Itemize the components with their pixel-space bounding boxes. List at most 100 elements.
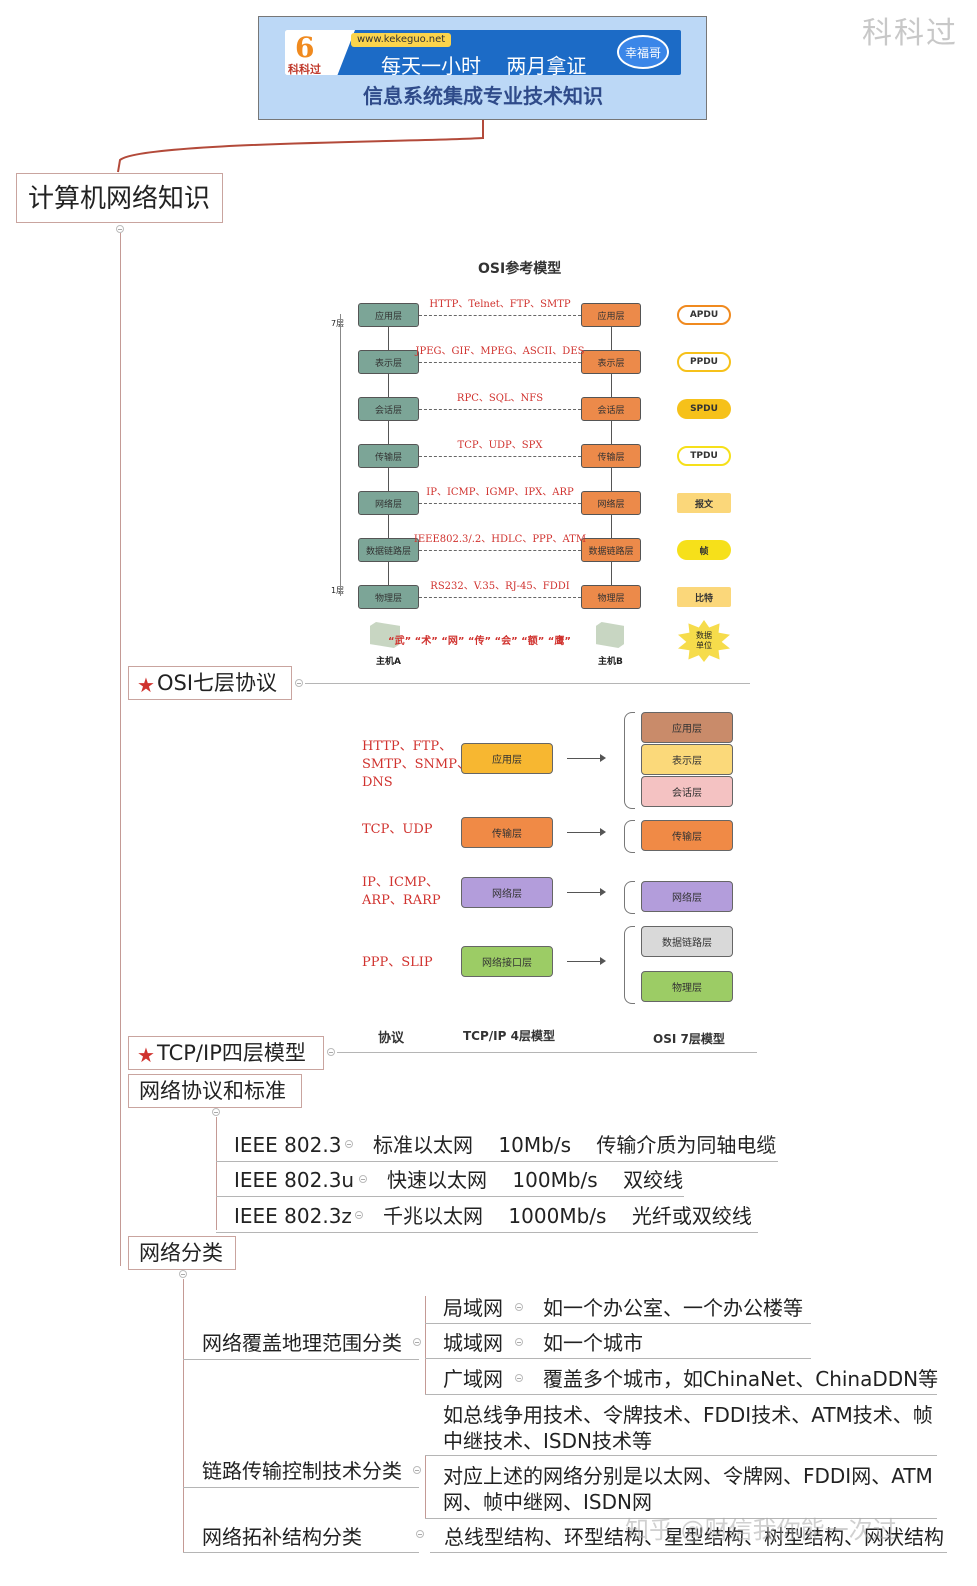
link-desc-2-line	[425, 1518, 937, 1519]
data-unit-label: 数据单位	[696, 631, 712, 650]
standard-collapse-icon[interactable]	[345, 1140, 353, 1148]
standards-collapse-icon[interactable]	[212, 1108, 220, 1116]
osi-bottom-marker: 1层	[331, 586, 345, 595]
map-arrow	[567, 892, 603, 893]
brace	[624, 712, 635, 809]
tcpip-protocols: IP、ICMP、 ARP、RARP	[362, 875, 441, 908]
osi-protocol: IEEE802.3/.2、HDLC、PPP、ATM	[413, 534, 587, 545]
link-desc-1-line	[425, 1455, 937, 1456]
osi-node-label: OSI七层协议	[157, 671, 278, 695]
host-b-label: 主机B	[598, 657, 623, 667]
geo-item-desc: 覆盖多个城市，如ChinaNet、ChinaDDN等	[543, 1367, 939, 1391]
osi-pdu: 比特	[677, 587, 731, 607]
osi-pdu: APDU	[677, 305, 731, 325]
banner-strip: 6 科科过 www.kekeguo.net 每天一小时 两月拿证 幸福哥	[285, 30, 681, 75]
stack-arrow	[611, 421, 612, 444]
standard-collapse-icon[interactable]	[355, 1211, 363, 1219]
standards-node-label: 网络协议和标准	[139, 1079, 286, 1103]
root-label: 计算机网络知识	[28, 184, 211, 214]
osi-layer-a: 网络层	[358, 491, 419, 515]
geo-item-underline	[425, 1394, 937, 1395]
map-arrow-head	[600, 828, 606, 836]
link-underline	[183, 1487, 419, 1488]
map-arrow	[567, 961, 603, 962]
standard-desc: 快速以太网 100Mb/s 双绞线	[387, 1168, 684, 1192]
standard-name: IEEE 802.3	[234, 1133, 342, 1157]
osi-collapse-icon[interactable]	[295, 679, 303, 687]
osi-protocol: TCP、UDP、SPX	[457, 440, 543, 451]
standard-name: IEEE 802.3z	[234, 1204, 352, 1228]
geo-label: 网络覆盖地理范围分类	[202, 1331, 402, 1355]
stack-arrow	[388, 468, 389, 491]
geo-item-collapse-icon[interactable]	[515, 1374, 523, 1382]
tcpip-protocols: HTTP、FTP、 SMTP、SNMP、 DNS	[362, 739, 470, 790]
link-label: 链路传输控制技术分类	[202, 1459, 402, 1483]
root-collapse-icon[interactable]	[116, 225, 124, 233]
topo-collapse-icon[interactable]	[416, 1530, 424, 1538]
geo-item-name: 城域网	[443, 1331, 503, 1355]
osi-layer-b: 应用层	[581, 303, 641, 327]
col-protocol: 协议	[378, 1031, 405, 1046]
standards-node[interactable]: 网络协议和标准	[128, 1074, 302, 1108]
classification-collapse-icon[interactable]	[179, 1270, 187, 1278]
osi-layer-a: 数据链路层	[358, 538, 419, 562]
brace	[624, 926, 635, 1004]
topo-desc-line	[430, 1552, 947, 1553]
tcpip-branch-line	[337, 1052, 757, 1053]
osi-protocol: JPEG、GIF、MPEG、ASCII、DES	[415, 346, 585, 357]
classification-node[interactable]: 网络分类	[128, 1236, 236, 1270]
link-collapse-icon[interactable]	[413, 1466, 421, 1474]
topo-desc: 总线型结构、环型结构、星型结构、树型结构、网状结构	[444, 1525, 944, 1549]
tcpip-node[interactable]: ★ TCP/IP四层模型	[128, 1036, 324, 1070]
brace	[624, 820, 635, 853]
geo-trunk	[425, 1296, 426, 1394]
link-trunk	[425, 1455, 426, 1519]
geo-item-collapse-icon[interactable]	[515, 1338, 523, 1346]
tcpip-protocols: TCP、UDP	[362, 822, 433, 837]
standard-desc: 千兆以太网 1000Mb/s 光纤或双绞线	[383, 1204, 752, 1228]
osi-pdu: 帧	[677, 540, 731, 560]
peer-dashed-line	[419, 315, 581, 316]
link-desc-1a: 如总线争用技术、令牌技术、FDDI技术、ATM技术、帧	[443, 1403, 933, 1427]
col-tcpip: TCP/IP 4层模型	[463, 1029, 555, 1043]
tcpip-osi-layer: 会话层	[641, 776, 733, 807]
tcpip-osi-layer: 网络层	[641, 881, 733, 912]
tcpip-osi-layer: 应用层	[641, 712, 733, 743]
osi-protocol: RPC、SQL、NFS	[456, 393, 544, 404]
osi-branch-line	[305, 683, 750, 684]
tcpip-collapse-icon[interactable]	[327, 1048, 335, 1056]
classification-node-label: 网络分类	[139, 1241, 223, 1265]
host-b-icon	[596, 622, 624, 648]
geo-item-collapse-icon[interactable]	[515, 1303, 523, 1311]
standard-underline	[216, 1161, 778, 1162]
map-arrow-head	[600, 888, 606, 896]
geo-collapse-icon[interactable]	[413, 1338, 421, 1346]
stack-arrow	[611, 562, 612, 585]
osi-mnemonic: “武” “术” “网” “传” “会” “额” “鹰”	[388, 636, 571, 647]
standard-collapse-icon[interactable]	[359, 1175, 367, 1183]
map-arrow	[567, 832, 603, 833]
geo-underline	[183, 1359, 419, 1360]
osi-protocol: RS232、V.35、RJ-45、FDDI	[430, 581, 570, 592]
osi-layer-b: 网络层	[581, 491, 641, 515]
tcpip-osi-layer: 物理层	[641, 971, 733, 1002]
stack-arrow	[388, 562, 389, 585]
tcpip-layer: 网络层	[461, 877, 553, 908]
osi-pdu: 报文	[677, 493, 731, 513]
osi-node[interactable]: ★ OSI七层协议	[128, 666, 292, 700]
link-desc-2b: 网、帧中继网、ISDN网	[443, 1490, 652, 1514]
banner-subtitle: 信息系统集成专业技术知识	[363, 84, 603, 108]
main-trunk	[120, 233, 121, 1266]
tcpip-osi-layer: 数据链路层	[641, 926, 733, 957]
stack-arrow	[388, 327, 389, 350]
banner: 6 科科过 www.kekeguo.net 每天一小时 两月拿证 幸福哥 信息系…	[258, 16, 707, 120]
osi-layer-a: 物理层	[358, 585, 419, 609]
root-node[interactable]: 计算机网络知识	[16, 173, 223, 223]
tcpip-osi-layer: 表示层	[641, 744, 733, 775]
stack-arrow	[611, 468, 612, 491]
osi-pdu: SPDU	[677, 399, 731, 419]
osi-protocol: HTTP、Telnet、FTP、SMTP	[429, 299, 571, 310]
banner-slogan: 每天一小时 两月拿证	[381, 54, 587, 75]
stack-arrow	[388, 515, 389, 538]
geo-item-name: 广域网	[443, 1367, 503, 1391]
